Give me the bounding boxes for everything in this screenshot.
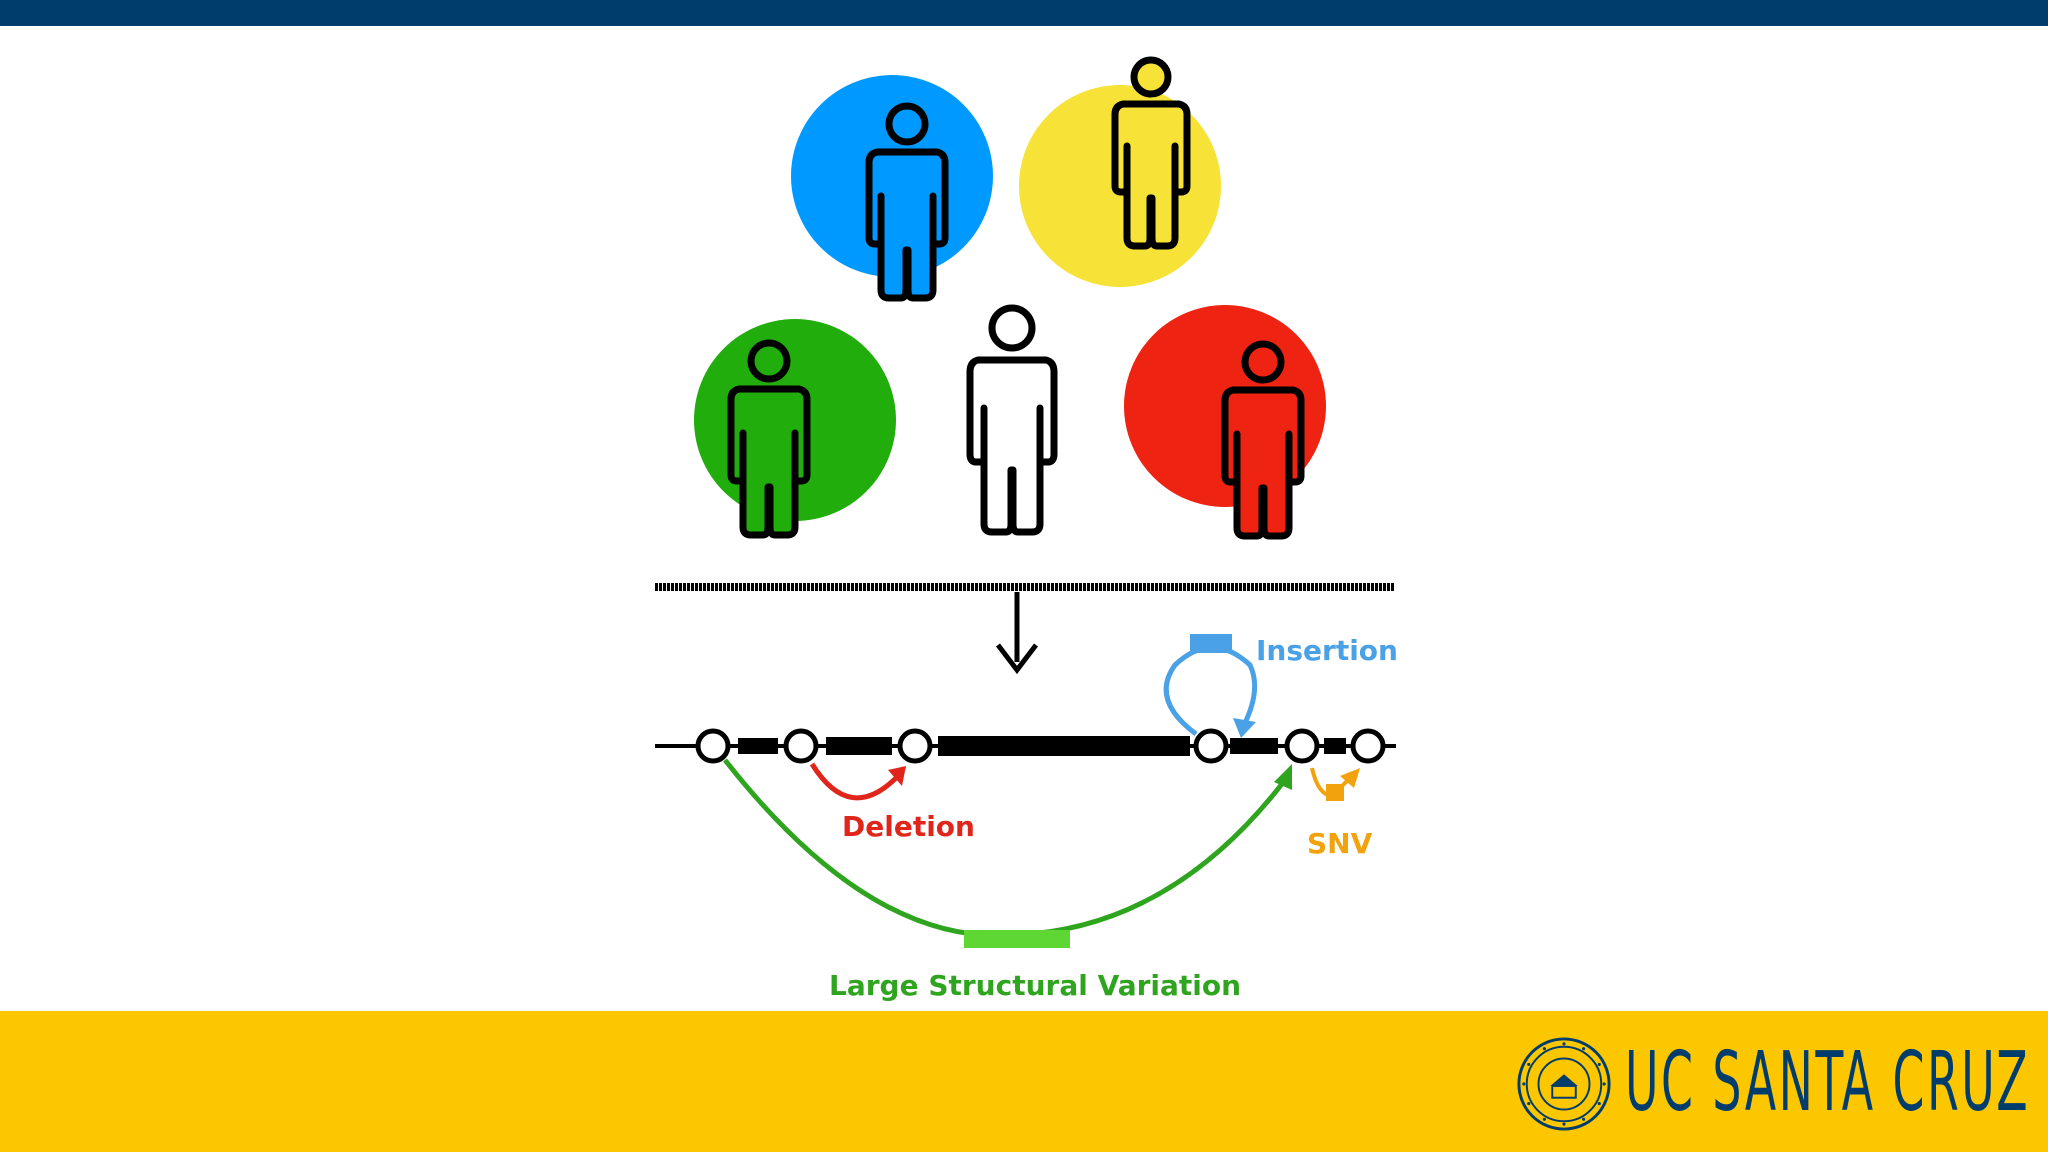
snv-arrow xyxy=(1310,767,1360,801)
person-red xyxy=(1221,340,1305,540)
person-yellow xyxy=(1111,56,1191,250)
footer-band: UC SANTA CRUZ xyxy=(0,1011,2048,1152)
insertion-loop xyxy=(1163,634,1258,738)
deletion-arrow xyxy=(809,762,906,801)
person-white xyxy=(966,304,1058,536)
snv-label: SNV xyxy=(1307,827,1373,860)
large-sv-label: Large Structural Variation xyxy=(829,969,1241,1002)
brand-wordmark: UC SANTA CRUZ xyxy=(1625,1035,2031,1130)
ucsc-logo: UC SANTA CRUZ xyxy=(1515,1033,2028,1133)
person-green xyxy=(727,339,811,539)
top-band xyxy=(0,0,2048,26)
deletion-label: Deletion xyxy=(842,810,975,843)
large-sv-arc xyxy=(723,758,1292,948)
down-arrow-icon xyxy=(996,592,1038,675)
insertion-label: Insertion xyxy=(1256,634,1398,667)
university-seal-icon xyxy=(1517,1037,1611,1131)
genome-track xyxy=(655,728,1396,764)
person-blue xyxy=(865,102,949,302)
genome-graph-diagram: Insertion Deletion SNV Large Structural … xyxy=(655,56,1398,1002)
